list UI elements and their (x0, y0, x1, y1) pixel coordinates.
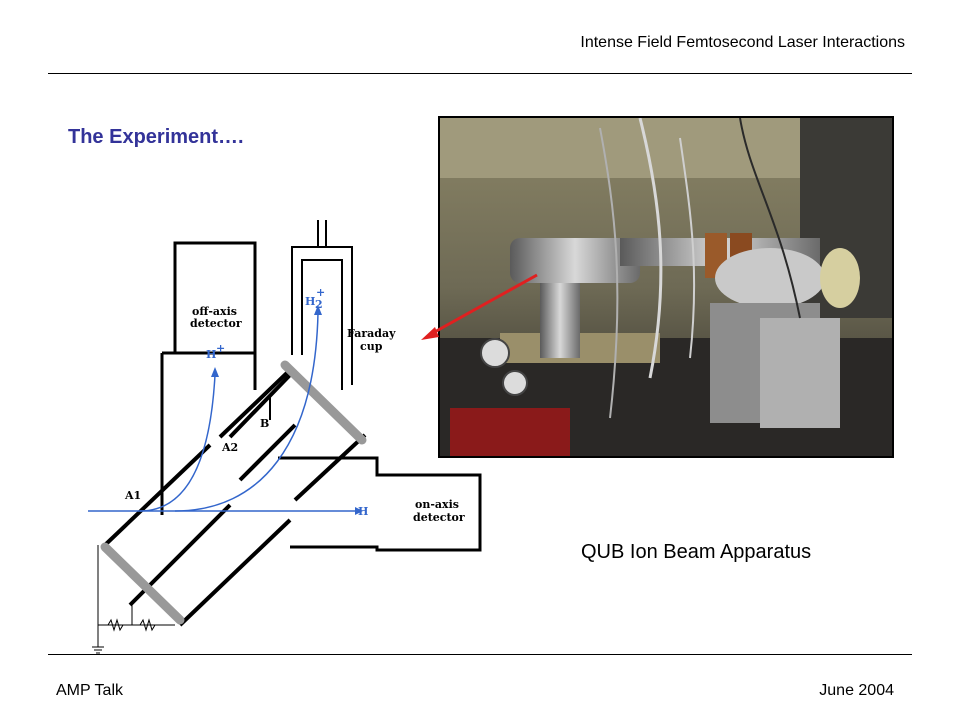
h2-sub: 2 (315, 298, 323, 311)
a2-label: A2 (221, 441, 238, 454)
on-axis-detector (278, 456, 482, 552)
apparatus-diagram: off-axis detector Faraday cup on-axis de… (88, 220, 482, 654)
on-axis-label-1: on-axis (415, 498, 459, 511)
h-neutral-label: H (358, 505, 368, 518)
h-plus-sup: + (216, 342, 225, 355)
off-axis-detector (160, 241, 257, 515)
insulator-rods (100, 360, 367, 625)
faraday-label-2: cup (360, 340, 383, 353)
header-divider (48, 73, 912, 74)
h2-sup: + (316, 286, 325, 299)
a1-label: A1 (124, 489, 141, 502)
ion-beams (88, 312, 355, 512)
on-axis-label-2: detector (413, 511, 465, 524)
slide-title: The Experiment…. (68, 126, 244, 148)
off-axis-label-1: off-axis (192, 305, 237, 318)
apparatus-photo-image (440, 118, 892, 456)
footer-left: AMP Talk (56, 682, 123, 699)
circuit (92, 545, 175, 654)
photo-caption: QUB Ion Beam Apparatus (581, 541, 812, 563)
b-label: B (260, 417, 269, 430)
h-plus-label: H (206, 348, 216, 361)
apparatus-photo (438, 116, 894, 458)
faraday-cup (291, 220, 353, 390)
pointer-arrow (421, 273, 538, 340)
faraday-label-1: Faraday (347, 327, 396, 340)
h2-plus-label: H (305, 295, 315, 308)
footer-divider (48, 654, 912, 655)
off-axis-label-2: detector (190, 317, 242, 330)
header-title: Intense Field Femtosecond Laser Interact… (580, 34, 905, 51)
footer-right: June 2004 (819, 682, 894, 699)
